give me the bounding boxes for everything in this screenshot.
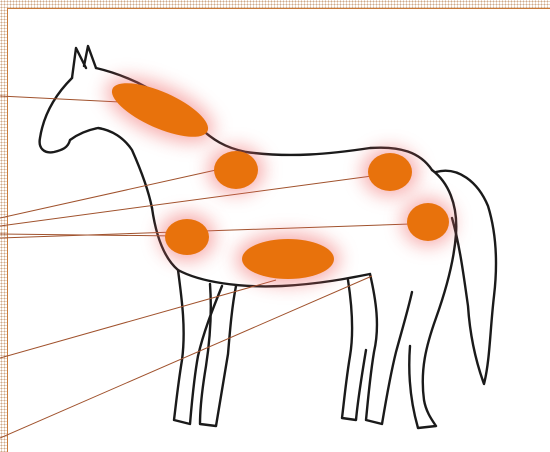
pressure-points [97, 64, 454, 285]
leader-line-belly [0, 280, 276, 358]
leader-line-hind [0, 276, 372, 438]
shoulder-spot [165, 219, 209, 255]
horse-tail [436, 171, 496, 384]
horse-hind-leg-far [342, 280, 366, 420]
horse-ear-far [84, 46, 96, 68]
horse-front-leg-near [174, 270, 222, 424]
loin-spot [368, 153, 412, 191]
leader-line-neck [0, 96, 120, 102]
leader-line-withers [0, 170, 216, 218]
horse-hind-leg-near [366, 274, 412, 424]
leader-lines [0, 96, 410, 438]
withers-spot [214, 151, 258, 189]
horse-front-leg-far [200, 284, 236, 426]
hip-spot [407, 203, 449, 241]
belly-spot [242, 239, 334, 279]
